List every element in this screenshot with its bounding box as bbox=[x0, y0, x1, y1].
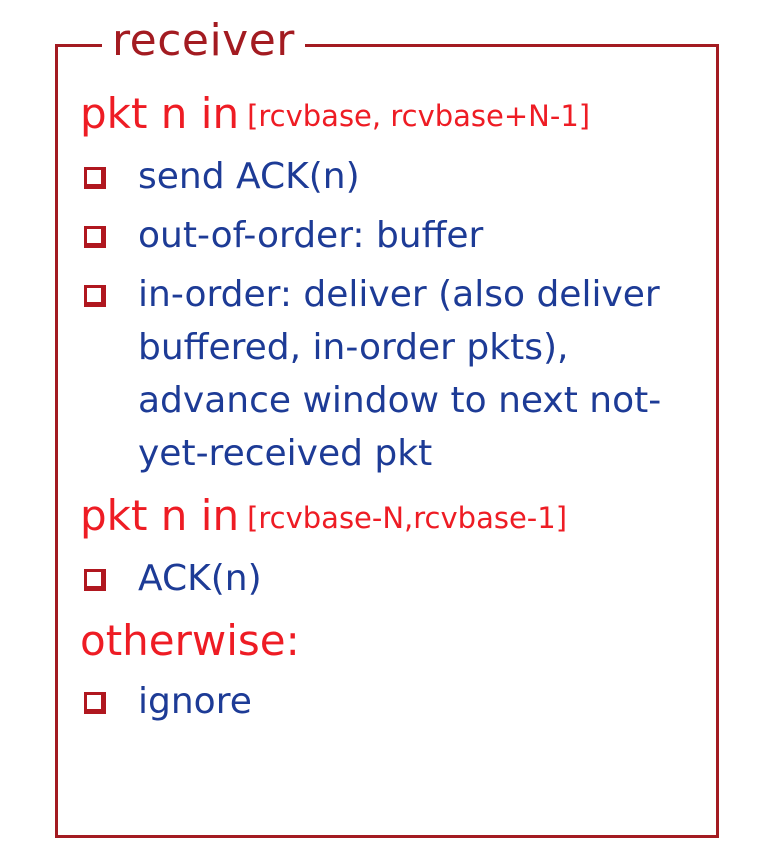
receiver-frame bbox=[55, 44, 719, 838]
list-item-text: in-order: deliver (also deliver buffered… bbox=[138, 274, 662, 474]
condition-range: [rcvbase-N,rcvbase-1] bbox=[247, 501, 568, 535]
square-bullet-icon bbox=[84, 226, 106, 248]
square-bullet-icon bbox=[84, 692, 106, 714]
list-item: out-of-order: buffer bbox=[80, 209, 720, 262]
bullet-list: ignore bbox=[80, 675, 720, 728]
list-item: in-order: deliver (also deliver buffered… bbox=[80, 268, 720, 480]
list-item: send ACK(n) bbox=[80, 150, 720, 203]
list-item-text: send ACK(n) bbox=[138, 156, 360, 197]
condition-main: pkt n in bbox=[80, 89, 240, 138]
square-bullet-icon bbox=[84, 569, 106, 591]
condition-range: [rcvbase, rcvbase+N-1] bbox=[247, 99, 591, 133]
condition-main: pkt n in bbox=[80, 491, 240, 540]
bullet-list: ACK(n) bbox=[80, 552, 720, 605]
list-item: ACK(n) bbox=[80, 552, 720, 605]
condition-previous-window: pkt n in[rcvbase-N,rcvbase-1] bbox=[80, 488, 720, 546]
list-item-text: ACK(n) bbox=[138, 558, 262, 599]
receiver-content: pkt n in[rcvbase, rcvbase+N-1] send ACK(… bbox=[80, 86, 720, 736]
list-item-text: ignore bbox=[138, 681, 252, 722]
frame-title: receiver bbox=[102, 12, 305, 70]
square-bullet-icon bbox=[84, 167, 106, 189]
condition-otherwise: otherwise: bbox=[80, 613, 720, 669]
bullet-list: send ACK(n) out-of-order: buffer in-orde… bbox=[80, 150, 720, 480]
list-item-text: out-of-order: buffer bbox=[138, 215, 484, 256]
condition-main: otherwise: bbox=[80, 616, 300, 665]
list-item: ignore bbox=[80, 675, 720, 728]
condition-in-window: pkt n in[rcvbase, rcvbase+N-1] bbox=[80, 86, 720, 144]
square-bullet-icon bbox=[84, 285, 106, 307]
